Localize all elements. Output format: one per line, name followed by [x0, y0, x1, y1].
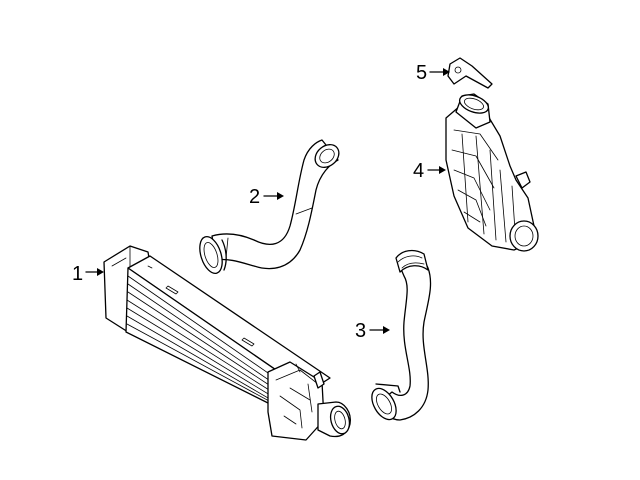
air-duct-part-4[interactable]	[445, 91, 539, 252]
callout-5: 5	[416, 62, 427, 84]
hose-part-3[interactable]	[367, 249, 432, 424]
callout-arrows	[85, 68, 450, 334]
callout-4: 4	[413, 160, 424, 182]
callout-1: 1	[72, 263, 83, 285]
hose-part-2[interactable]	[196, 139, 344, 276]
callout-3: 3	[355, 320, 366, 342]
intercooler-part-1[interactable]	[103, 245, 352, 441]
callout-2: 2	[249, 186, 260, 208]
bracket-part-5[interactable]	[447, 57, 493, 89]
